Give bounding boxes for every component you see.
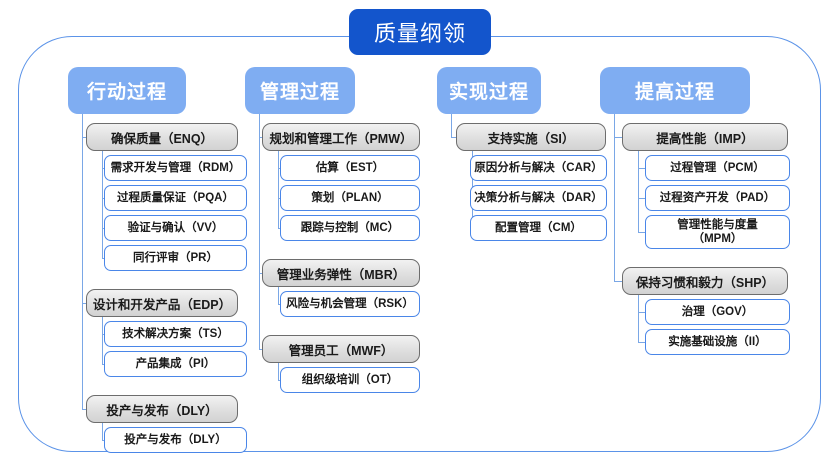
connector-line (614, 114, 616, 281)
leaf-2-1-3[interactable]: 跟踪与控制（MC） (280, 215, 420, 241)
root-node-title[interactable]: 质量纲领 (349, 9, 491, 55)
connector-line (278, 380, 280, 382)
connector-line (259, 114, 261, 349)
group-2-2[interactable]: 管理业务弹性（MBR） (262, 259, 420, 287)
connector-line (614, 281, 622, 283)
connector-line (638, 232, 645, 234)
connector-line (638, 151, 640, 232)
category-4[interactable]: 提高过程 (600, 67, 750, 114)
group-2-1[interactable]: 规划和管理工作（PMW） (262, 123, 420, 151)
connector-line (102, 423, 104, 440)
connector-line (638, 295, 640, 342)
connector-line (82, 137, 86, 139)
leaf-1-2-1[interactable]: 技术解决方案（TS） (104, 321, 247, 347)
leaf-4-2-2[interactable]: 实施基础设施（II） (645, 329, 790, 355)
leaf-1-1-2[interactable]: 过程质量保证（PQA） (104, 185, 247, 211)
connector-line (638, 312, 645, 314)
group-1-3[interactable]: 投产与发布（DLY） (86, 395, 238, 423)
connector-line (638, 198, 645, 200)
connector-line (451, 137, 456, 139)
leaf-1-1-4[interactable]: 同行评审（PR） (104, 245, 247, 271)
leaf-3-1-2[interactable]: 决策分析与解决（DAR） (470, 185, 607, 211)
connector-line (278, 363, 280, 380)
connector-line (638, 168, 645, 170)
leaf-1-3-1[interactable]: 投产与发布（DLY） (104, 427, 247, 453)
connector-line (278, 304, 280, 306)
leaf-4-2-1[interactable]: 治理（GOV） (645, 299, 790, 325)
group-4-1[interactable]: 提高性能（IMP） (622, 123, 788, 151)
group-2-3[interactable]: 管理员工（MWF） (262, 335, 420, 363)
leaf-4-1-1[interactable]: 过程管理（PCM） (645, 155, 790, 181)
connector-line (82, 114, 84, 409)
connector-line (638, 342, 645, 344)
connector-line (259, 137, 262, 139)
leaf-2-1-1[interactable]: 估算（EST） (280, 155, 420, 181)
connector-line (278, 151, 280, 228)
category-3[interactable]: 实现过程 (437, 67, 541, 114)
leaf-4-1-3[interactable]: 管理性能与度量（MPM） (645, 215, 790, 249)
group-1-2[interactable]: 设计和开发产品（EDP） (86, 289, 238, 317)
leaf-1-1-3[interactable]: 验证与确认（VV） (104, 215, 247, 241)
connector-line (102, 317, 104, 364)
group-1-1[interactable]: 确保质量（ENQ） (86, 123, 238, 151)
connector-line (614, 137, 622, 139)
leaf-2-2-1[interactable]: 风险与机会管理（RSK） (280, 291, 420, 317)
leaf-2-3-1[interactable]: 组织级培训（OT） (280, 367, 420, 393)
connector-line (451, 114, 453, 137)
connector-line (102, 151, 104, 258)
connector-line (278, 287, 280, 304)
leaf-3-1-1[interactable]: 原因分析与解决（CAR） (470, 155, 607, 181)
connector-line (278, 228, 280, 230)
category-1[interactable]: 行动过程 (68, 67, 186, 114)
connector-line (102, 440, 104, 442)
connector-line (102, 258, 104, 260)
connector-line (259, 349, 262, 351)
leaf-4-1-2[interactable]: 过程资产开发（PAD） (645, 185, 790, 211)
connector-line (82, 303, 86, 305)
connector-line (102, 364, 104, 366)
leaf-3-1-3[interactable]: 配置管理（CM） (470, 215, 607, 241)
leaf-2-1-2[interactable]: 策划（PLAN） (280, 185, 420, 211)
category-2[interactable]: 管理过程 (245, 67, 355, 114)
leaf-1-2-2[interactable]: 产品集成（PI） (104, 351, 247, 377)
connector-line (82, 409, 86, 411)
connector-line (259, 273, 262, 275)
group-4-2[interactable]: 保持习惯和毅力（SHP） (622, 267, 788, 295)
group-3-1[interactable]: 支持实施（SI） (456, 123, 606, 151)
leaf-1-1-1[interactable]: 需求开发与管理（RDM） (104, 155, 247, 181)
